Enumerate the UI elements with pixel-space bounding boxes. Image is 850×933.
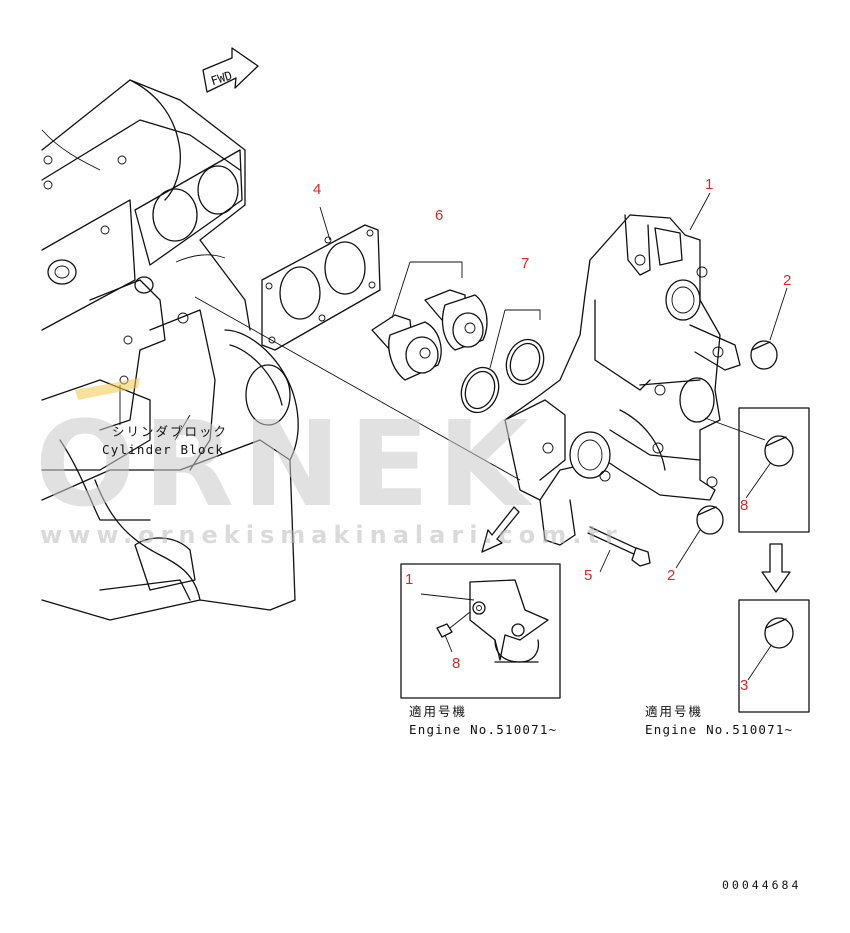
- callout-8-inset: 8: [452, 655, 460, 672]
- watermark-accent: [75, 378, 140, 400]
- inset-left: [400, 563, 561, 699]
- watermark: ORNEK www.ornekismakinalari.com.tr: [35, 378, 623, 549]
- callouts: 1 2 2 3 4 5 6 7 8 8 1: [313, 176, 791, 694]
- forward-label: FWD: [209, 68, 234, 88]
- inset-left-applies-label: 適用号機: [409, 704, 467, 719]
- callout-4: 4: [313, 181, 321, 198]
- callout-1-inset: 1: [405, 571, 413, 588]
- part-caps: [696, 340, 778, 535]
- inset-right-lower: [738, 599, 810, 713]
- inset-right-engine-no: Engine No.510071~: [645, 722, 793, 737]
- callout-5: 5: [584, 567, 592, 584]
- part-gasket: [261, 224, 381, 351]
- callout-3: 3: [740, 677, 748, 694]
- inset-right-applies-label: 適用号機: [645, 704, 703, 719]
- arrow-to-inset-left-icon: [481, 506, 520, 553]
- cylinder-block-label-jp: シリンダブロック: [112, 424, 228, 439]
- leader-lines: [119, 192, 788, 681]
- callout-2-lower: 2: [667, 567, 675, 584]
- callout-2-upper: 2: [783, 272, 791, 289]
- callout-6: 6: [435, 207, 443, 224]
- callout-8-right: 8: [740, 497, 748, 514]
- cylinder-block-label-en: Cylinder Block: [102, 442, 224, 457]
- part-bolt: [587, 526, 651, 567]
- inset-right-upper: [738, 407, 810, 533]
- cylinder-block: [41, 79, 299, 621]
- forward-arrow-icon: FWD: [202, 47, 259, 93]
- watermark-url: www.ornekismakinalari.com.tr: [40, 521, 623, 549]
- arrow-down-icon: [761, 543, 791, 593]
- inset-left-engine-no: Engine No.510071~: [409, 722, 557, 737]
- part-o-rings: [460, 338, 545, 414]
- part-thermostat-housing: [504, 214, 741, 546]
- drawing-code: 00044684: [722, 878, 801, 892]
- part-thermostats: [371, 289, 488, 381]
- watermark-logo: ORNEK: [35, 395, 537, 533]
- callout-1: 1: [705, 176, 713, 193]
- callout-7: 7: [521, 255, 529, 272]
- labels: シリンダブロック Cylinder Block 適用号機 Engine No.5…: [102, 424, 801, 892]
